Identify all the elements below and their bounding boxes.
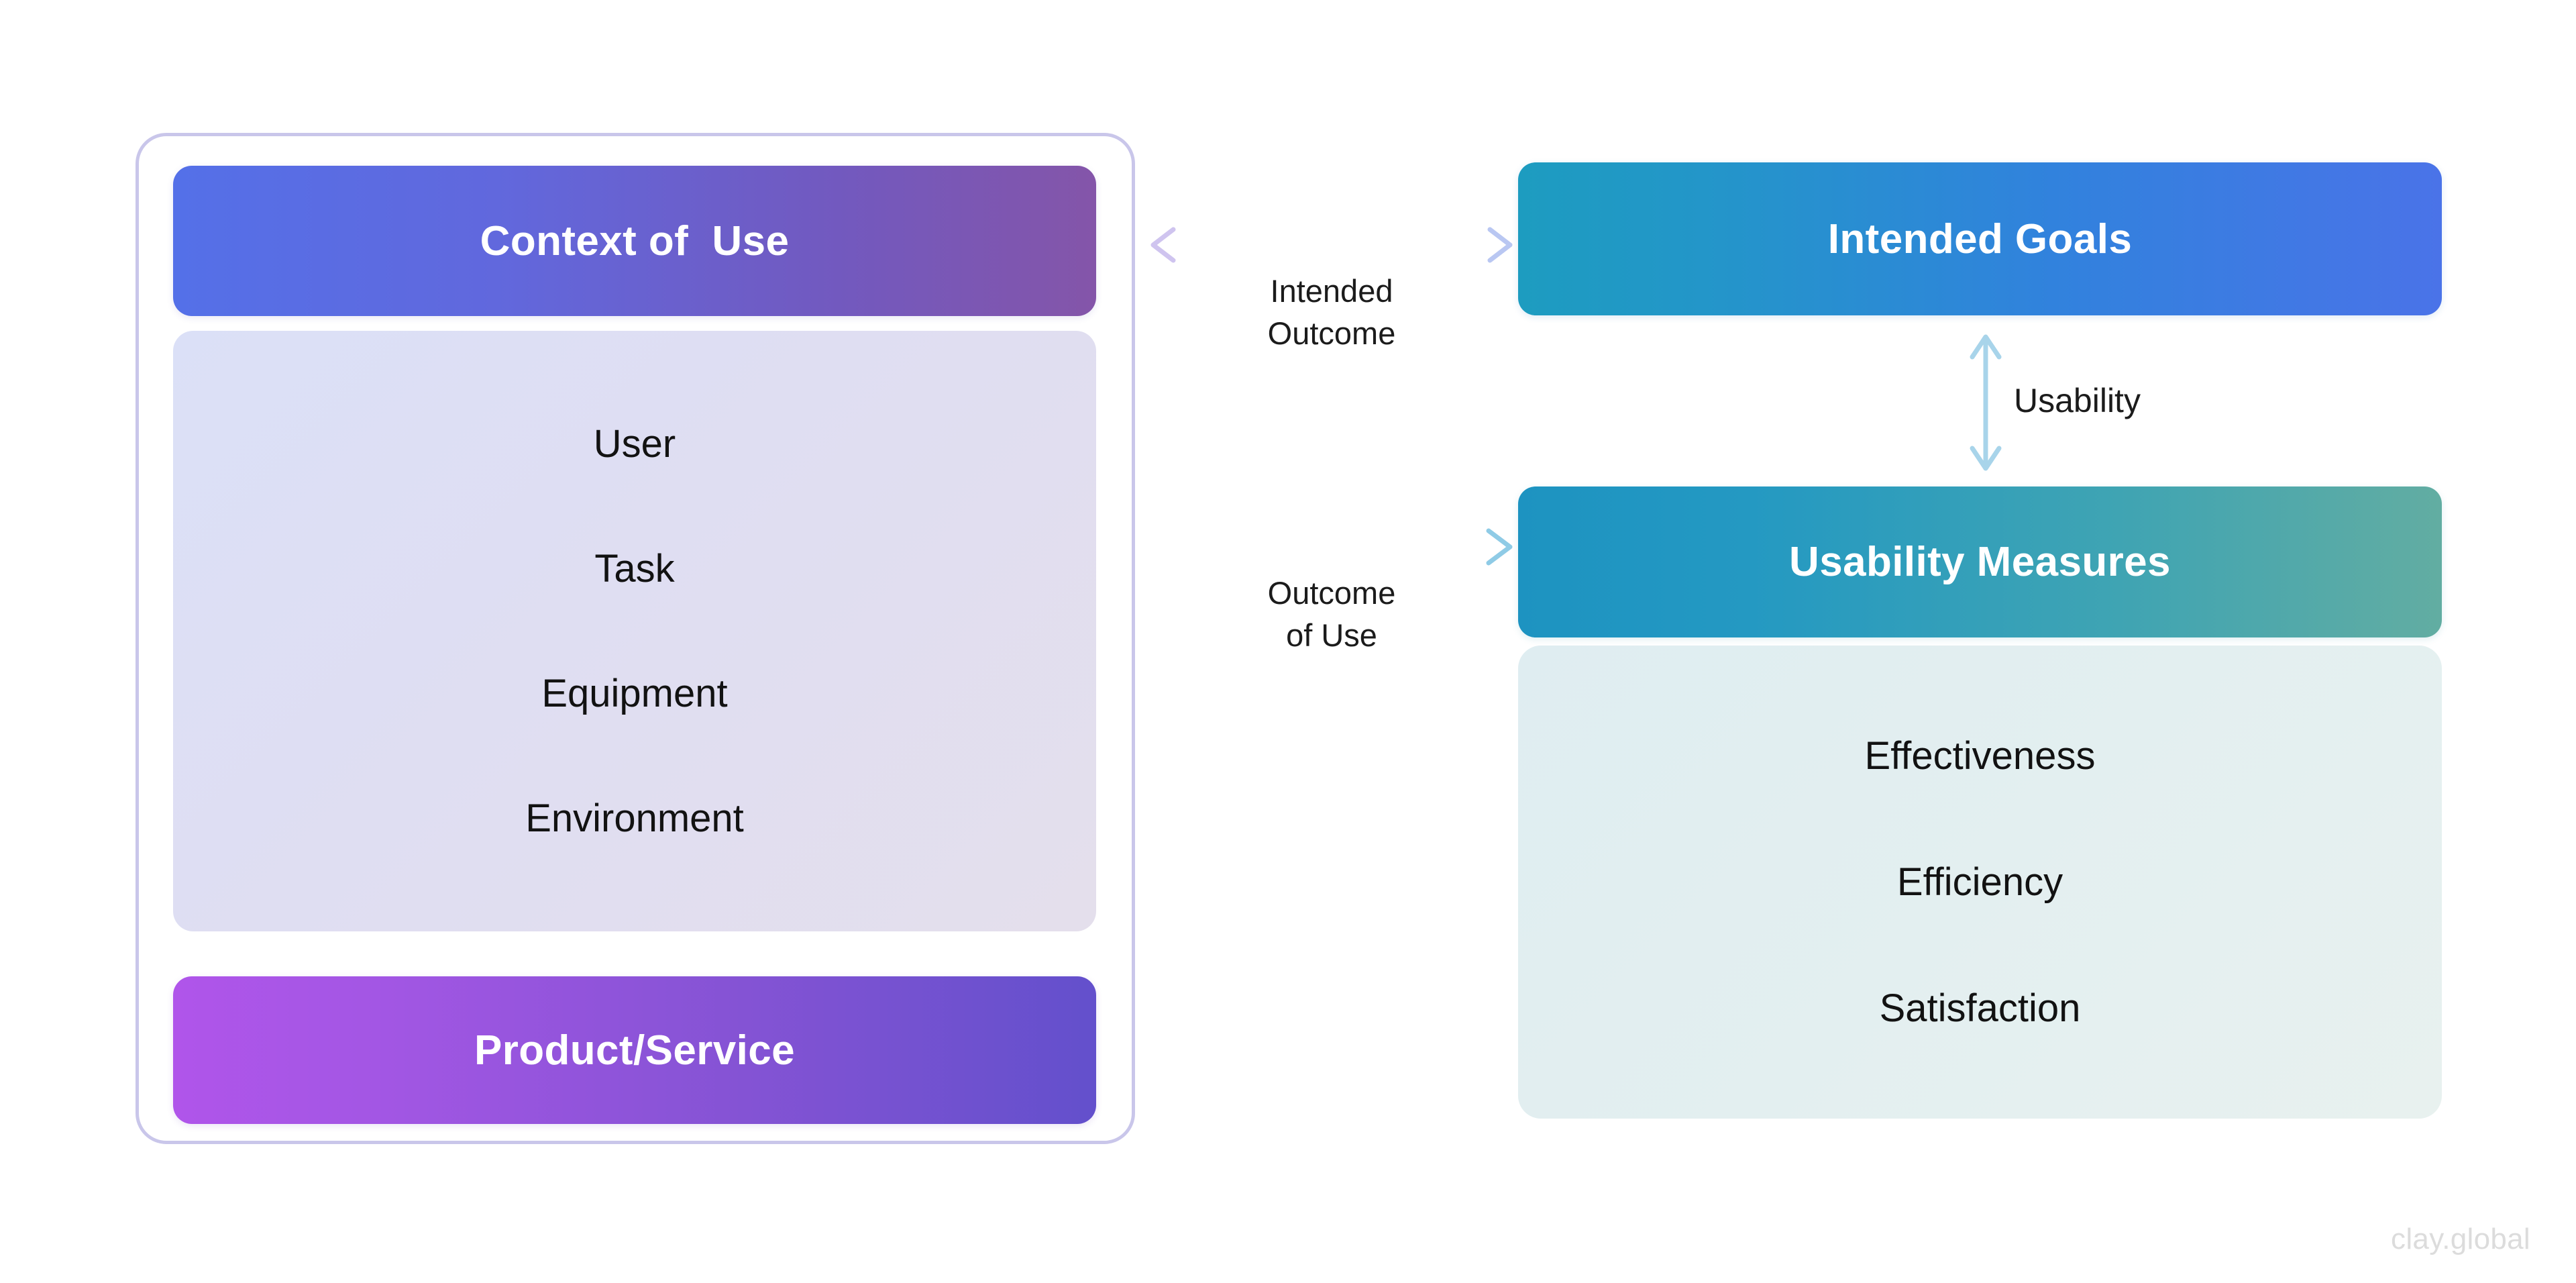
list-item: Efficiency: [1897, 819, 2063, 945]
double-headed-arrow-icon: [1150, 227, 1513, 263]
outcome-of-use-caption-line1: Outcome: [1267, 575, 1396, 611]
intended-goals-title: Intended Goals: [1827, 215, 2133, 262]
double-headed-vertical-arrow-icon: [1970, 334, 2002, 471]
intended-outcome-connector: Intended Outcome: [1144, 221, 1519, 393]
usability-connector: Usability: [1966, 329, 2247, 476]
outcome-of-use-caption-line2: of Use: [1286, 617, 1377, 654]
context-item-environment: Environment: [525, 797, 744, 840]
list-item: Satisfaction: [1880, 945, 2081, 1072]
context-item-user: User: [593, 422, 676, 466]
product-service-box[interactable]: Product/Service: [173, 976, 1096, 1124]
usability-item-satisfaction: Satisfaction: [1879, 986, 2081, 1030]
intended-outcome-caption-line2: Outcome: [1267, 315, 1396, 352]
usability-measures-list-panel: Effectiveness Efficiency Satisfaction: [1518, 646, 2442, 1119]
intended-outcome-caption-line1: Intended: [1270, 273, 1393, 309]
intended-outcome-caption: Intended Outcome: [1144, 270, 1519, 355]
usability-item-efficiency: Efficiency: [1896, 860, 2063, 904]
usability-measures-header[interactable]: Usability Measures: [1518, 486, 2442, 637]
list-item: Environment: [525, 756, 744, 881]
outcome-of-use-connector: Outcome of Use: [1144, 523, 1519, 695]
usability-measures-title: Usability Measures: [1789, 539, 2171, 585]
list-item: Effectiveness: [1865, 693, 2096, 819]
watermark: clay.global: [2391, 1223, 2530, 1255]
intended-goals-box[interactable]: Intended Goals: [1518, 162, 2442, 315]
usability-caption: Usability: [2014, 382, 2141, 419]
context-of-use-list-panel: User Task Equipment Environment: [173, 331, 1096, 931]
product-service-title: Product/Service: [474, 1027, 796, 1074]
context-item-task: Task: [594, 547, 675, 591]
usability-item-effectiveness: Effectiveness: [1864, 734, 2096, 778]
list-item: Equipment: [541, 631, 727, 756]
context-of-use-header[interactable]: Context of Use: [173, 166, 1096, 316]
list-item: User: [594, 382, 676, 507]
list-item: Task: [594, 507, 674, 631]
right-arrow-icon: [1147, 528, 1513, 566]
context-of-use-title: Context of Use: [480, 217, 790, 264]
outcome-of-use-caption: Outcome of Use: [1144, 572, 1519, 657]
context-item-equipment: Equipment: [541, 672, 728, 715]
